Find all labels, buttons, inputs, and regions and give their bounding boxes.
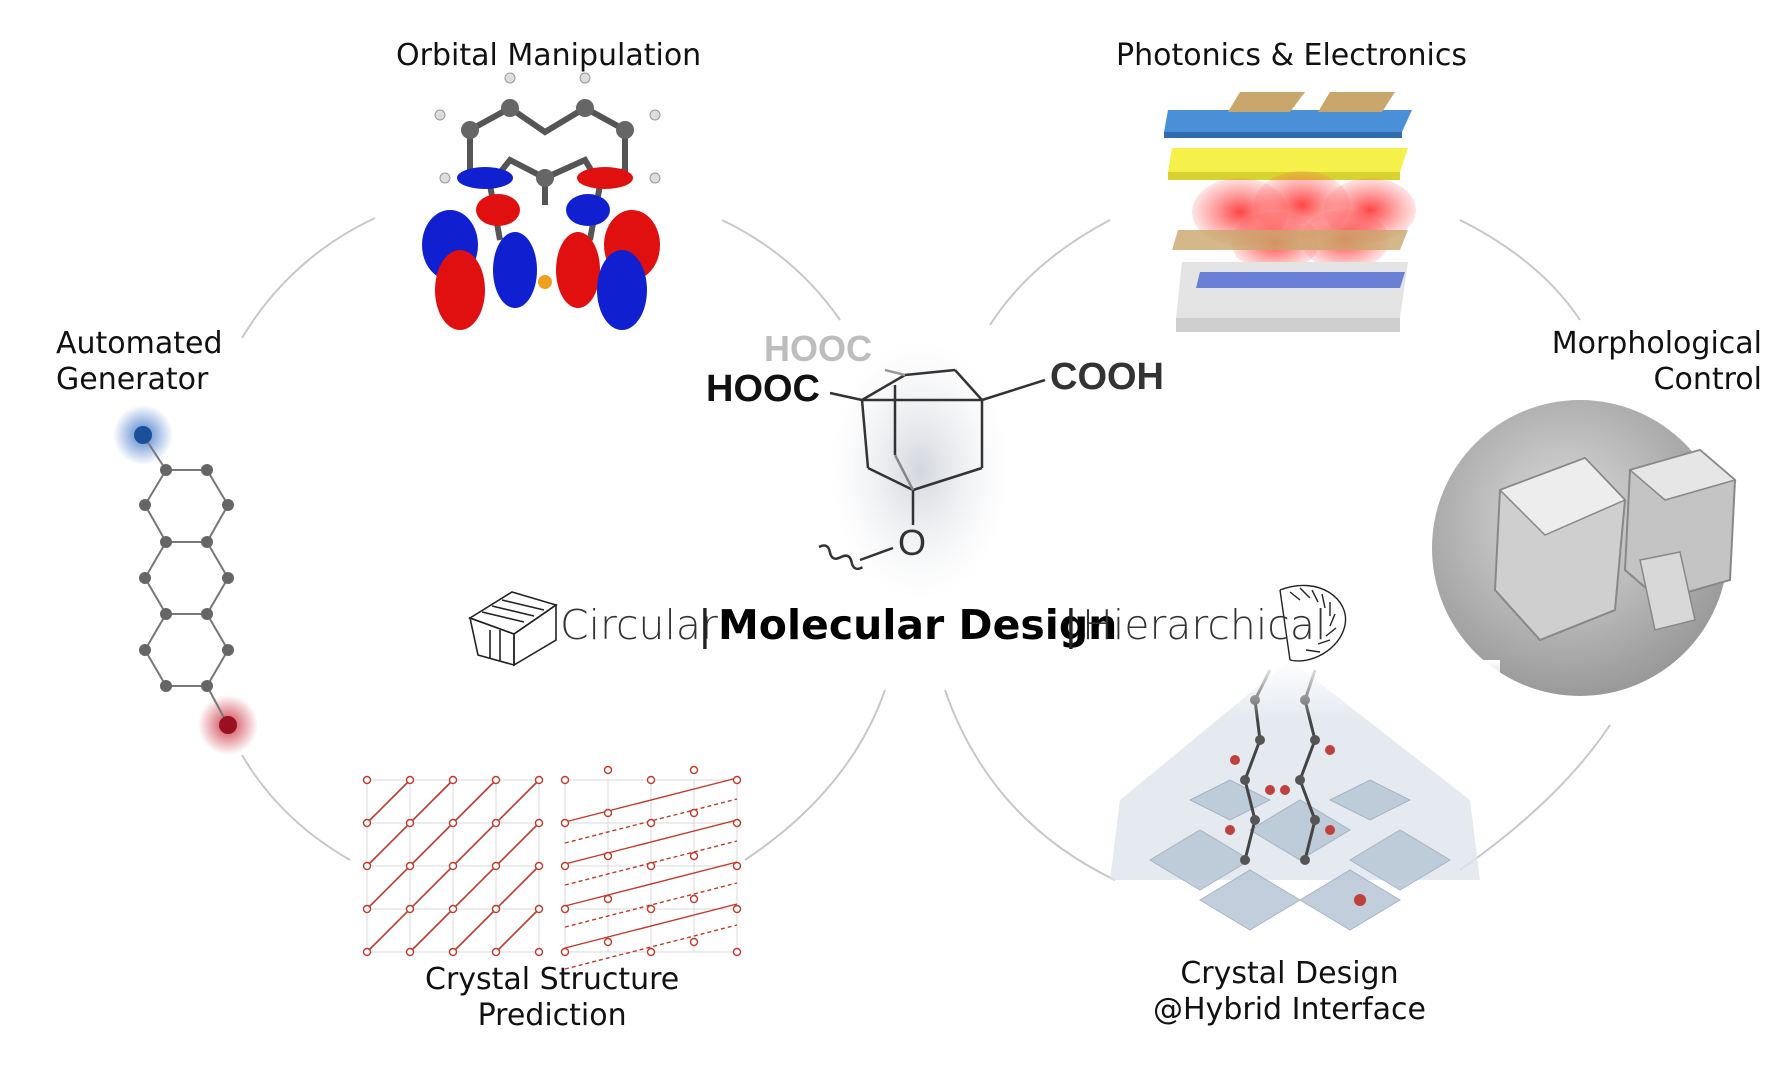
lattice-node bbox=[491, 861, 501, 871]
lattice-bond bbox=[564, 903, 738, 949]
lattice-bond bbox=[564, 819, 738, 865]
lattice-node bbox=[534, 904, 544, 914]
lattice-node bbox=[689, 808, 699, 818]
sem-crystal-image bbox=[1432, 400, 1737, 696]
hybrid-interface-image bbox=[1100, 660, 1500, 931]
automated-generator-graph bbox=[113, 405, 258, 755]
lattice-node bbox=[646, 861, 656, 871]
title-main: Molecular Design bbox=[718, 601, 1118, 649]
lattice-node bbox=[362, 818, 372, 828]
lattice-node bbox=[534, 818, 544, 828]
lattice-bond bbox=[564, 798, 738, 844]
lattice-node bbox=[560, 861, 570, 871]
lattice-bond bbox=[564, 840, 738, 886]
lattice-bond bbox=[564, 924, 738, 970]
lattice-node bbox=[448, 904, 458, 914]
lattice-node bbox=[491, 904, 501, 914]
lattice-node bbox=[732, 947, 742, 957]
lattice-node bbox=[732, 861, 742, 871]
lattice-node bbox=[603, 851, 613, 861]
lattice-right bbox=[560, 765, 742, 970]
lattice-node bbox=[534, 947, 544, 957]
lattice-node bbox=[603, 808, 613, 818]
orbital-molecule-image bbox=[422, 72, 661, 330]
group-left-hooc: HOOC bbox=[706, 368, 820, 410]
device-stack-image bbox=[1164, 92, 1416, 332]
center-title: Circular | Molecular Design | Hierarchic… bbox=[462, 590, 1362, 660]
group-right-cooh: COOH bbox=[1050, 356, 1164, 398]
lattice-node bbox=[646, 947, 656, 957]
lattice-node bbox=[491, 818, 501, 828]
lattice-node bbox=[491, 775, 501, 785]
circle-arcs bbox=[241, 217, 1611, 881]
lattice-bond bbox=[564, 882, 738, 928]
group-top-hooc: HOOC bbox=[764, 328, 872, 369]
lattice-node bbox=[448, 775, 458, 785]
lattice-node bbox=[732, 818, 742, 828]
lattice-node bbox=[603, 937, 613, 947]
title-separator-right: | bbox=[1064, 601, 1078, 649]
molecule-shadow bbox=[830, 340, 1010, 600]
label-orbital-manipulation: Orbital Manipulation bbox=[396, 38, 702, 73]
lattice-bond bbox=[495, 908, 540, 953]
lattice-node bbox=[405, 861, 415, 871]
lattice-node bbox=[560, 904, 570, 914]
lattice-node bbox=[405, 947, 415, 957]
lattice-node bbox=[362, 947, 372, 957]
lattice-node bbox=[534, 775, 544, 785]
title-left-word: Circular bbox=[560, 601, 718, 649]
lattice-bond bbox=[409, 822, 540, 953]
label-crystal-structure-prediction: Crystal Structure Prediction bbox=[425, 962, 680, 1033]
lattice-bond bbox=[366, 779, 497, 910]
lattice-node bbox=[405, 775, 415, 785]
lattice-node bbox=[689, 894, 699, 904]
lattice-bond bbox=[564, 777, 738, 823]
lattice-node bbox=[362, 775, 372, 785]
lattice-node bbox=[732, 775, 742, 785]
ether-oxygen: O bbox=[898, 522, 927, 563]
label-crystal-design-hybrid: Crystal Design @Hybrid Interface bbox=[1153, 956, 1426, 1027]
lattice-node bbox=[689, 765, 699, 775]
lattice-node bbox=[560, 818, 570, 828]
lattice-bond bbox=[564, 861, 738, 907]
lattice-node bbox=[689, 937, 699, 947]
label-morphological-control: Morphological Control bbox=[1551, 326, 1762, 397]
lattice-node bbox=[560, 775, 570, 785]
lattice-node bbox=[405, 904, 415, 914]
lattice-bond bbox=[366, 779, 411, 824]
lattice-left bbox=[362, 775, 544, 957]
lattice-node bbox=[646, 775, 656, 785]
lattice-node bbox=[362, 904, 372, 914]
lattice-node bbox=[448, 818, 458, 828]
lattice-node bbox=[491, 947, 501, 957]
label-automated-generator: Automated Generator bbox=[56, 326, 223, 397]
lattice-node bbox=[534, 861, 544, 871]
lattice-node bbox=[448, 947, 458, 957]
spiral-staircase-icon bbox=[1279, 584, 1347, 662]
staircase-icon bbox=[468, 591, 558, 667]
lattice-node bbox=[603, 894, 613, 904]
lattice-node bbox=[362, 861, 372, 871]
lattice-node bbox=[448, 861, 458, 871]
lattice-node bbox=[646, 904, 656, 914]
lattice-node bbox=[560, 947, 570, 957]
adamantane-skeleton bbox=[818, 368, 1046, 571]
title-separator-left: | bbox=[698, 601, 712, 649]
lattice-node bbox=[732, 904, 742, 914]
lattice-node bbox=[405, 818, 415, 828]
title-right-word: Hierarchical bbox=[1082, 601, 1327, 649]
lattice-node bbox=[603, 765, 613, 775]
lattice-node bbox=[689, 851, 699, 861]
lattice-node bbox=[646, 818, 656, 828]
label-photonics-electronics: Photonics & Electronics bbox=[1116, 38, 1468, 73]
